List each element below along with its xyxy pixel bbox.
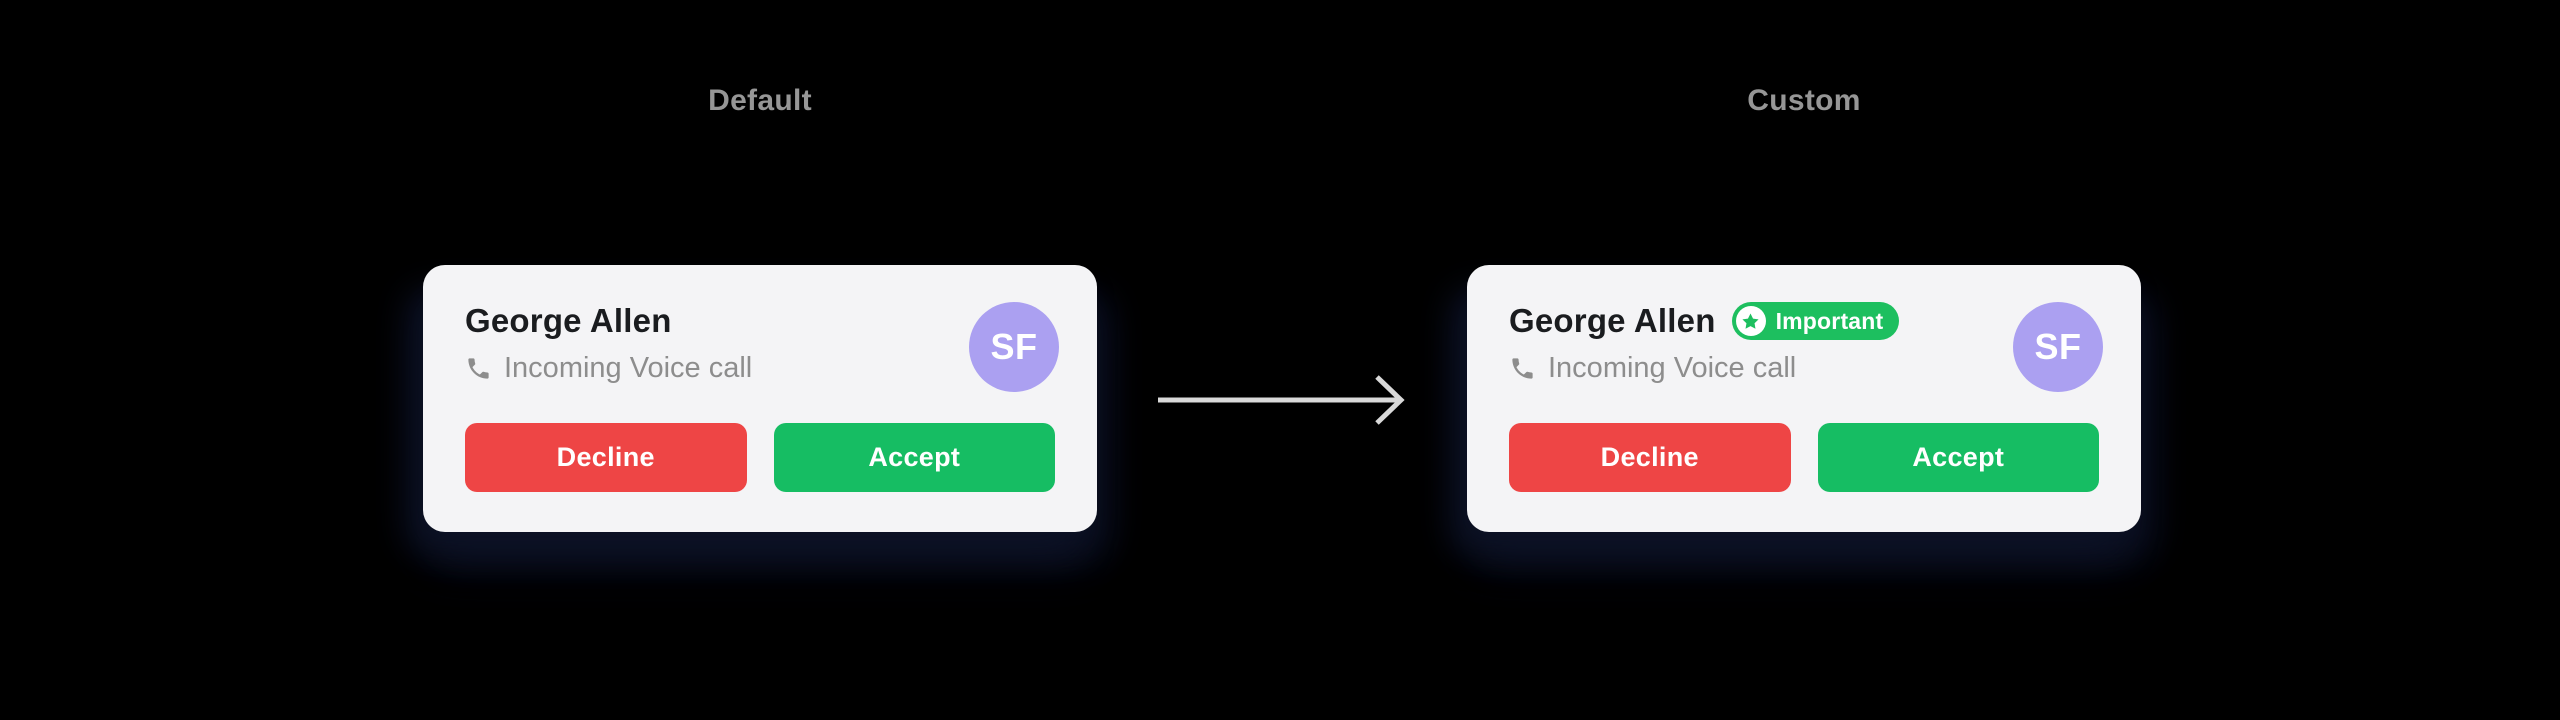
decline-button[interactable]: Decline [1509, 423, 1791, 492]
caller-title-row: George Allen [465, 299, 1055, 343]
phone-icon [465, 355, 492, 382]
call-subtitle-row: Incoming Voice call [1509, 348, 2099, 388]
call-subtitle-row: Incoming Voice call [465, 348, 1055, 388]
caller-name: George Allen [1509, 302, 1716, 339]
caller-title-row: George Allen Important [1509, 299, 2099, 343]
arrow-right-icon [1133, 365, 1413, 435]
call-card-default: George Allen Incoming Voice call SF Decl… [423, 265, 1097, 532]
default-section-label: Default [708, 84, 812, 117]
call-actions-row: Decline Accept [465, 423, 1055, 492]
decline-button[interactable]: Decline [465, 423, 747, 492]
star-icon [1735, 306, 1766, 336]
accept-button[interactable]: Accept [1817, 423, 2099, 492]
call-actions-row: Decline Accept [1509, 423, 2099, 492]
avatar: SF [2013, 302, 2103, 392]
call-card-custom: George Allen Important Incoming Voice ca… [1467, 265, 2141, 532]
caller-name: George Allen [465, 302, 672, 339]
call-type-text: Incoming Voice call [1548, 351, 1797, 384]
important-badge-label: Important [1775, 307, 1884, 334]
phone-icon [1509, 355, 1536, 382]
custom-section-label: Custom [1747, 84, 1861, 117]
accept-button[interactable]: Accept [773, 423, 1055, 492]
avatar: SF [969, 302, 1059, 392]
important-badge: Important [1731, 302, 1900, 340]
call-type-text: Incoming Voice call [504, 351, 753, 384]
